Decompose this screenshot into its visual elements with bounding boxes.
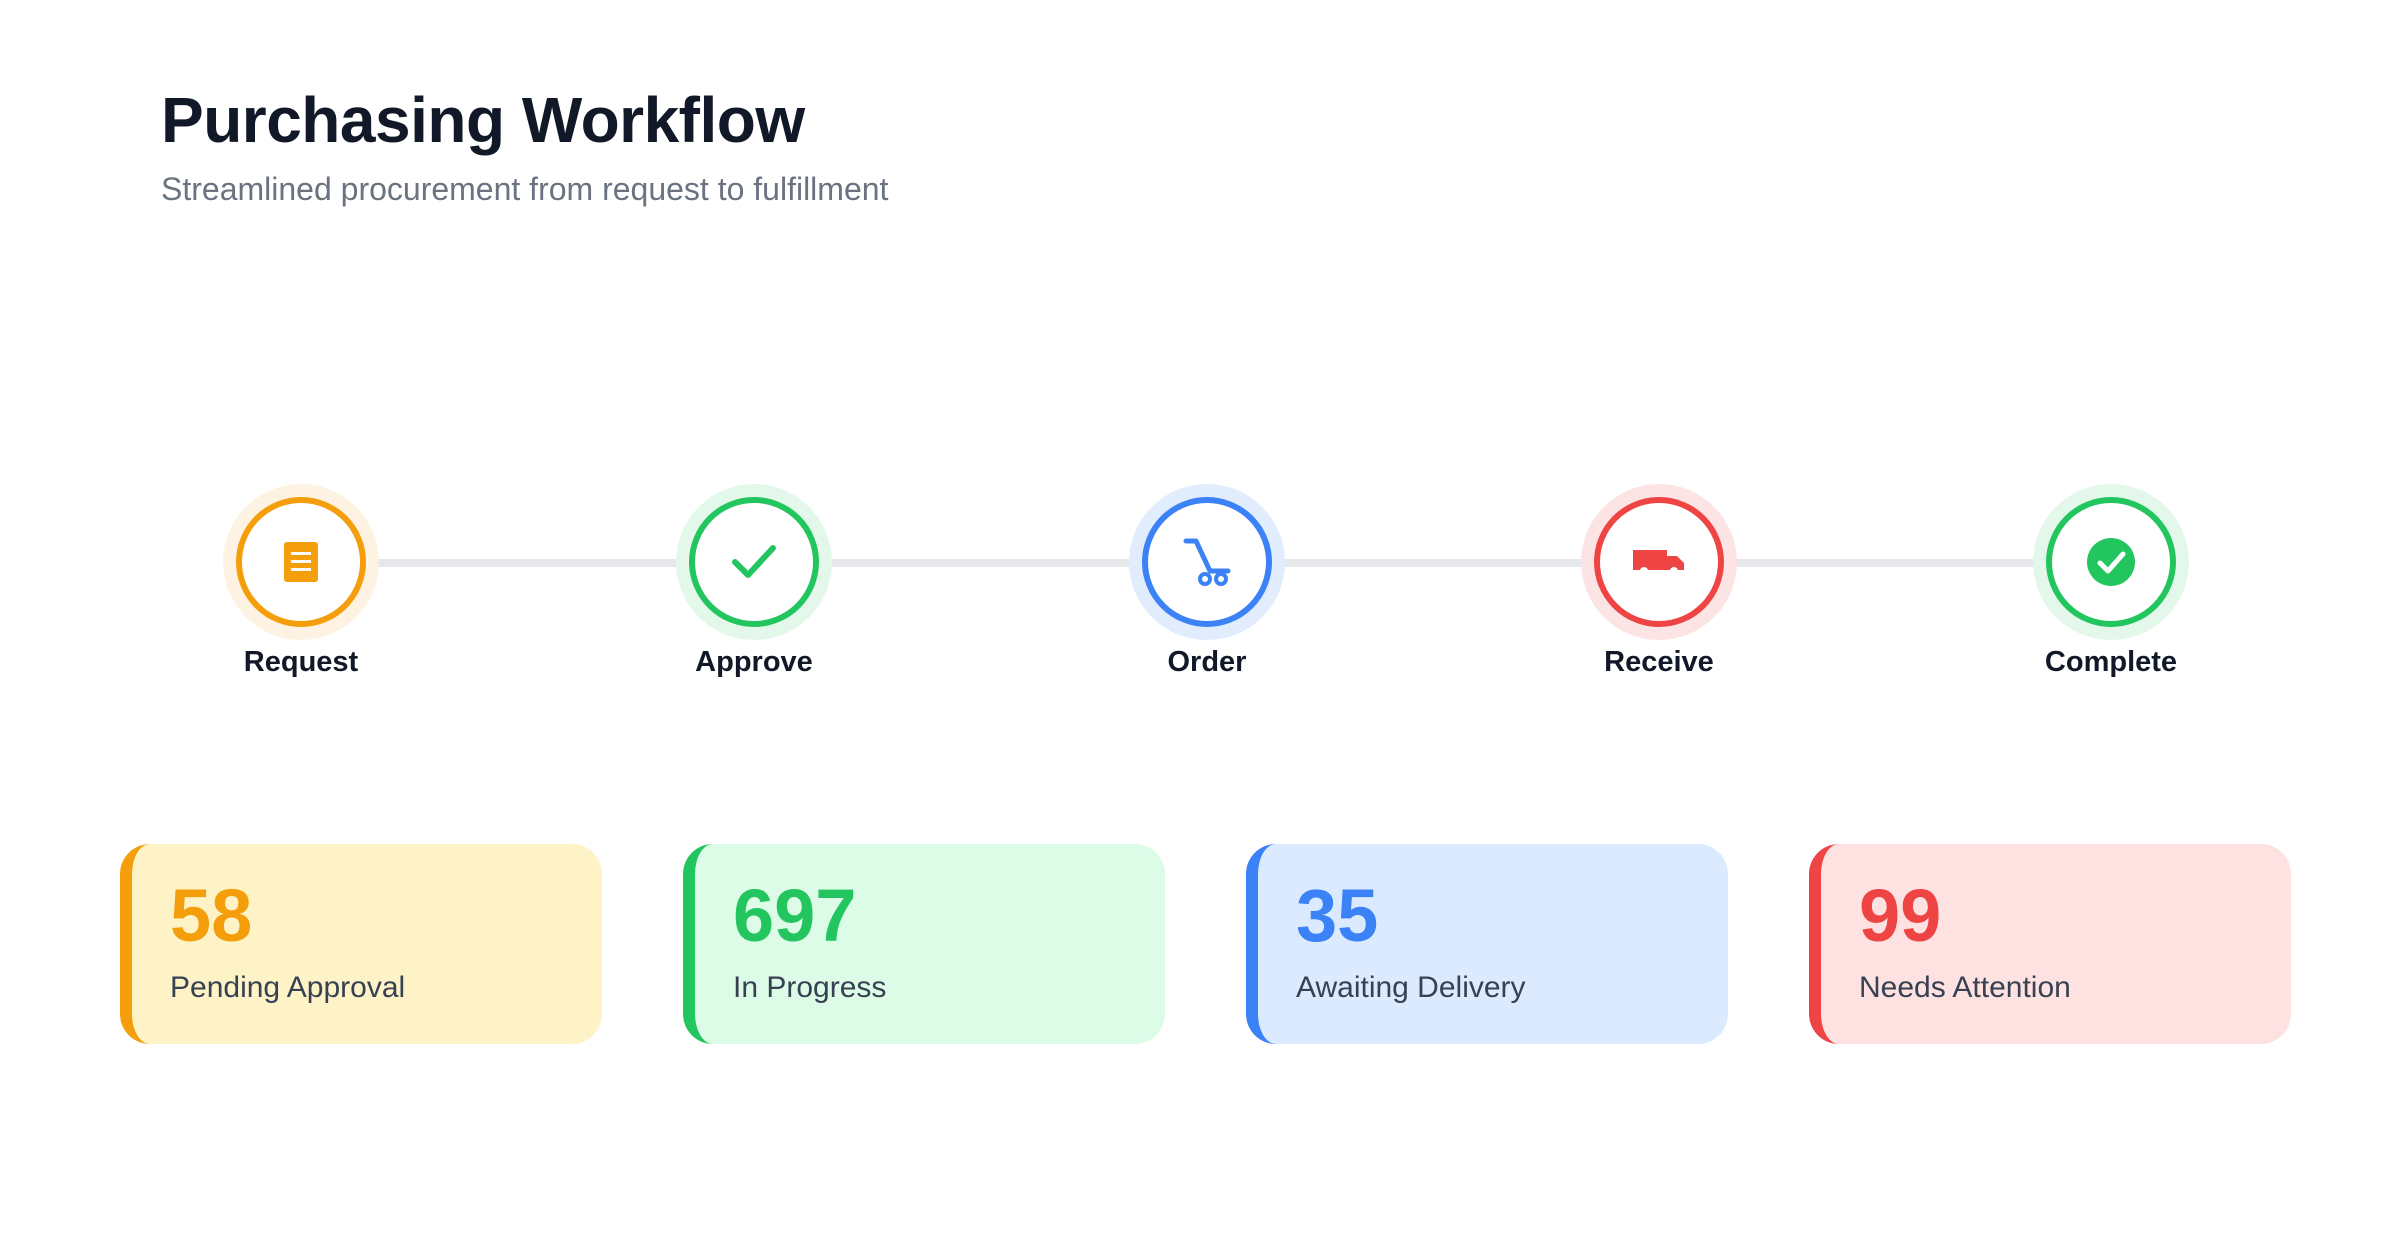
stat-value: 58 xyxy=(170,874,253,957)
document-icon xyxy=(284,542,318,582)
step-circle xyxy=(689,497,819,627)
stat-card-needs-attention[interactable]: 99 Needs Attention xyxy=(1809,844,2291,1044)
step-label: Order xyxy=(1167,646,1247,678)
checkmark-icon xyxy=(731,544,777,580)
page-subtitle: Streamlined procurement from request to … xyxy=(161,171,889,207)
step-label: Approve xyxy=(695,646,813,678)
workflow-step-complete[interactable]: Complete xyxy=(1991,484,2231,679)
step-label: Receive xyxy=(1604,646,1714,678)
step-halo xyxy=(1129,484,1285,640)
step-label: Complete xyxy=(2044,646,2178,678)
stat-label: Pending Approval xyxy=(170,971,406,1004)
stat-label: Needs Attention xyxy=(1859,971,2071,1004)
step-halo xyxy=(1581,484,1737,640)
hand-truck-icon xyxy=(1183,537,1231,587)
step-halo xyxy=(2033,484,2189,640)
step-label: Request xyxy=(243,646,359,678)
stat-label: Awaiting Delivery xyxy=(1296,971,1526,1004)
step-circle xyxy=(236,497,366,627)
step-halo xyxy=(223,484,379,640)
delivery-truck-icon xyxy=(1633,548,1685,576)
stat-value: 697 xyxy=(733,874,857,957)
stat-value: 99 xyxy=(1859,874,1942,957)
page-title: Purchasing Workflow xyxy=(161,84,805,156)
stat-value: 35 xyxy=(1296,874,1379,957)
step-circle xyxy=(1142,497,1272,627)
step-halo xyxy=(676,484,832,640)
check-circle-icon xyxy=(2086,537,2136,587)
stat-label: In Progress xyxy=(733,971,887,1004)
workflow-step-request[interactable]: Request xyxy=(181,484,421,679)
workflow-step-order[interactable]: Order xyxy=(1087,484,1327,679)
stat-card-awaiting-delivery[interactable]: 35 Awaiting Delivery xyxy=(1246,844,1728,1044)
stat-card-in-progress[interactable]: 697 In Progress xyxy=(683,844,1165,1044)
step-circle xyxy=(2046,497,2176,627)
workflow-step-approve[interactable]: Approve xyxy=(634,484,874,679)
step-circle xyxy=(1594,497,1724,627)
stat-card-pending-approval[interactable]: 58 Pending Approval xyxy=(120,844,602,1044)
workflow-step-receive[interactable]: Receive xyxy=(1539,484,1779,679)
